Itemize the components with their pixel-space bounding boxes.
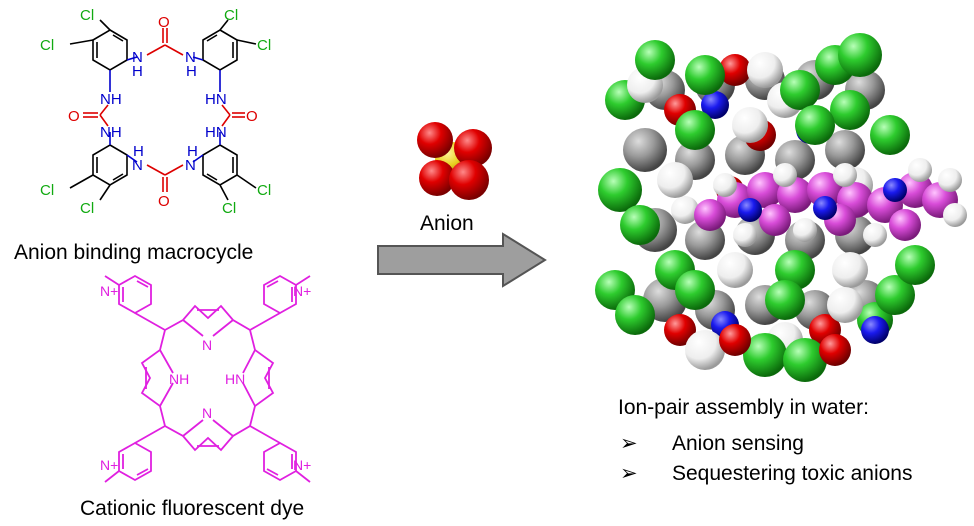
n-plus-label: N+	[100, 457, 118, 473]
chlorine-sphere	[765, 280, 805, 320]
carbon-sphere	[825, 130, 865, 170]
chlorine-sphere	[838, 33, 882, 77]
cl-label: Cl	[80, 7, 94, 24]
hydrogen-sphere	[671, 196, 699, 224]
hydrogen-sphere	[793, 218, 817, 242]
hydrogen-sphere	[938, 168, 962, 192]
h-label: H	[186, 63, 197, 80]
n-label: N	[202, 337, 212, 353]
hydrogen-sphere	[943, 203, 967, 227]
hydrogen-sphere	[717, 252, 753, 288]
chlorine-sphere	[830, 90, 870, 130]
nh-label: NH	[169, 371, 189, 387]
chlorine-sphere	[675, 270, 715, 310]
cl-label: Cl	[257, 37, 271, 54]
chlorine-sphere	[870, 115, 910, 155]
o-label: O	[246, 108, 258, 125]
chlorine-sphere	[780, 70, 820, 110]
reaction-arrow	[377, 232, 547, 288]
hydrogen-sphere	[863, 223, 887, 247]
n-label: N	[132, 49, 143, 66]
arrow-bullet-icon: ➢	[620, 432, 638, 455]
h-label: H	[132, 63, 143, 80]
arrow-label: Anion	[420, 212, 474, 235]
oxygen-sphere	[819, 334, 851, 366]
h-label: H	[187, 143, 198, 160]
n-label: N	[185, 157, 196, 174]
o-label: O	[158, 14, 170, 31]
n-plus-label: N+	[293, 457, 311, 473]
bullet-text: Sequestering toxic anions	[672, 462, 913, 485]
chlorine-sphere	[635, 40, 675, 80]
n-label: N	[202, 405, 212, 421]
nh-label: HN	[205, 124, 227, 141]
hydrogen-sphere	[908, 158, 932, 182]
hydrogen-sphere	[747, 52, 783, 88]
nh-label: NH	[100, 124, 122, 141]
h-label: H	[133, 143, 144, 160]
chlorine-sphere	[895, 245, 935, 285]
nh-label: NH	[100, 91, 122, 108]
dye-sphere	[747, 172, 783, 208]
chlorine-sphere	[795, 105, 835, 145]
nitrogen-sphere	[813, 196, 837, 220]
chlorine-sphere	[783, 338, 827, 382]
cl-label: Cl	[224, 7, 238, 24]
hydrogen-sphere	[827, 287, 863, 323]
ion-pair-assembly-model	[595, 33, 967, 382]
bullet-item: ➢ Sequestering toxic anions	[620, 461, 913, 486]
n-label: N	[132, 157, 143, 174]
chlorine-sphere	[598, 168, 642, 212]
hydrogen-sphere	[733, 223, 757, 247]
chlorine-sphere	[685, 55, 725, 95]
sulfate-anion-model	[417, 122, 492, 200]
dye-sphere	[759, 204, 791, 236]
dye-sphere	[889, 209, 921, 241]
nitrogen-sphere	[883, 178, 907, 202]
hydrogen-sphere	[732, 107, 768, 143]
hydrogen-sphere	[713, 173, 737, 197]
cl-label: Cl	[80, 200, 94, 217]
nitrogen-sphere	[701, 91, 729, 119]
nitrogen-sphere	[738, 198, 762, 222]
hydrogen-sphere	[685, 330, 725, 370]
n-plus-label: N+	[100, 283, 118, 299]
macrocycle-caption: Anion binding macrocycle	[14, 241, 254, 264]
carbon-sphere	[623, 128, 667, 172]
assembly-title: Ion-pair assembly in water:	[618, 396, 869, 419]
arrow-bullet-icon: ➢	[620, 462, 638, 485]
cl-label: Cl	[222, 200, 236, 217]
chlorine-sphere	[620, 205, 660, 245]
bullet-item: ➢ Anion sensing	[620, 431, 804, 456]
oxygen-sphere	[719, 324, 751, 356]
o-label: O	[158, 193, 170, 210]
hydrogen-sphere	[833, 163, 857, 187]
chlorine-sphere	[615, 295, 655, 335]
hydrogen-sphere	[832, 252, 868, 288]
chlorine-sphere	[875, 275, 915, 315]
cl-label: Cl	[40, 37, 54, 54]
chlorine-sphere	[743, 333, 787, 377]
nh-label: HN	[205, 91, 227, 108]
cl-label: Cl	[40, 182, 54, 199]
o-label: O	[68, 108, 80, 125]
dye-caption: Cationic fluorescent dye	[80, 497, 305, 520]
bullet-text: Anion sensing	[672, 432, 804, 455]
hydrogen-sphere	[773, 163, 797, 187]
hydrogen-sphere	[657, 162, 693, 198]
oxygen-sphere	[719, 54, 751, 86]
chlorine-sphere	[675, 110, 715, 150]
hn-label: HN	[225, 371, 245, 387]
dye-sphere	[807, 172, 843, 208]
oxygen-sphere	[664, 314, 696, 346]
n-label: N	[185, 49, 196, 66]
dye-sphere	[694, 199, 726, 231]
n-plus-label: N+	[293, 283, 311, 299]
nitrogen-sphere	[861, 316, 889, 344]
cl-label: Cl	[257, 182, 271, 199]
porphyrin-dye-structure: N+ N+ N+ N+ N N NH HN	[100, 274, 311, 483]
macrocycle-structure: Cl Cl Cl Cl Cl Cl Cl Cl N H N H O NH HN …	[40, 7, 271, 217]
